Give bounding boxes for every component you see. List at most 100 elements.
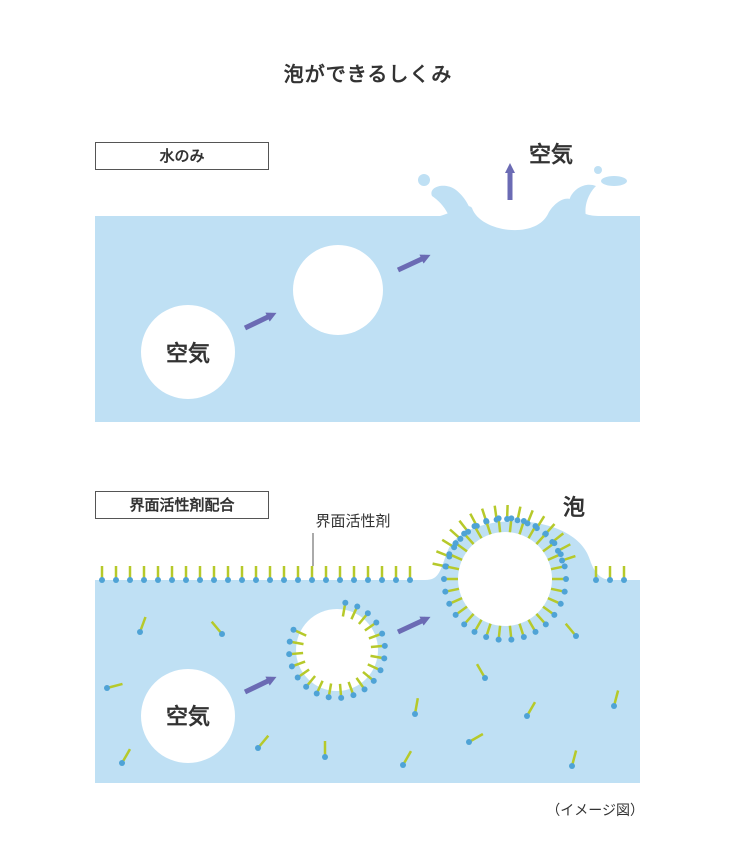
surfactant-head xyxy=(351,577,357,583)
splash-crest-right xyxy=(566,184,596,216)
arrow-icon xyxy=(396,616,431,635)
surfactant-head xyxy=(99,577,105,583)
surfactant-head xyxy=(286,638,293,645)
surfactant-head xyxy=(412,711,418,717)
splash-droplet xyxy=(418,174,430,186)
surfactant-head xyxy=(169,577,175,583)
surfactant-head xyxy=(183,577,189,583)
surfactant-head xyxy=(323,577,329,583)
surfactant-head xyxy=(288,663,295,670)
surfactant-head xyxy=(482,675,488,681)
surfactant-head xyxy=(520,634,527,641)
surfactant-molecules xyxy=(99,504,627,769)
caption: （イメージ図） xyxy=(546,803,644,819)
surfactant-head xyxy=(104,685,110,691)
surfactant-head xyxy=(377,667,384,674)
surfactant-head xyxy=(471,628,478,635)
surfactant-head xyxy=(211,577,217,583)
air-escape-label: 空気 xyxy=(529,142,573,168)
surfactant-head xyxy=(446,551,453,558)
surfactant-head xyxy=(495,636,502,643)
surfactant-head xyxy=(354,603,361,610)
arrow-icon xyxy=(243,676,277,695)
surfactant-head xyxy=(593,577,599,583)
surfactant-head xyxy=(381,642,388,649)
air-bubble-coated xyxy=(296,609,378,691)
surfactant-head xyxy=(441,576,447,582)
surfactant-head xyxy=(379,577,385,583)
surfactant-head xyxy=(551,611,558,618)
surfactant-head xyxy=(532,628,539,635)
surfactant-head xyxy=(621,577,627,583)
surfactant-head xyxy=(607,577,613,583)
surfactant-head xyxy=(508,515,515,522)
panel2-label: 界面活性剤配合 xyxy=(95,491,269,519)
surfactant-head xyxy=(342,599,349,606)
surfactant-head xyxy=(239,577,245,583)
surfactant-head xyxy=(559,557,566,564)
surfactant-head xyxy=(364,610,371,617)
surfactant-head xyxy=(471,523,478,530)
surfactant-head xyxy=(452,540,459,547)
surfactant-head xyxy=(361,686,368,693)
surfactant-head xyxy=(338,694,345,701)
surfactant-head xyxy=(561,588,568,595)
surfactant-head xyxy=(119,760,125,766)
surfactant-head xyxy=(127,577,133,583)
surfactant-head xyxy=(542,530,549,537)
splash-droplet xyxy=(594,166,602,174)
surfactant-head xyxy=(407,577,413,583)
surfactant-head xyxy=(442,588,449,595)
surfactant-head xyxy=(141,577,147,583)
air-bubble-rising xyxy=(293,245,383,335)
surfactant-head xyxy=(313,690,320,697)
surfactant-head xyxy=(466,739,472,745)
surfactant-head xyxy=(520,517,527,524)
foam-label: 泡 xyxy=(563,495,585,521)
surfactant-head xyxy=(290,626,297,633)
surfactant-head xyxy=(113,577,119,583)
surfactant-head xyxy=(303,683,310,690)
surfactant-head xyxy=(337,577,343,583)
surfactant-head xyxy=(267,577,273,583)
surfactant-head xyxy=(197,577,203,583)
surfactant-head xyxy=(514,517,521,524)
surfactant-head xyxy=(325,694,332,701)
surfactant-head xyxy=(611,703,617,709)
air-bubble-large xyxy=(141,669,235,763)
surfactant-head xyxy=(137,629,143,635)
surfactant-head xyxy=(373,619,380,626)
surfactant-head xyxy=(569,763,575,769)
surfactant-head xyxy=(295,577,301,583)
surfactant-head xyxy=(370,677,377,684)
surfactant-head xyxy=(155,577,161,583)
surfactant-head xyxy=(350,692,357,699)
surfactant-head xyxy=(557,551,564,558)
air-bubble-label: 空気 xyxy=(166,704,210,730)
panel1-label: 水のみ xyxy=(95,142,269,170)
surfactant-head xyxy=(461,530,468,537)
surfactant-head xyxy=(286,651,293,658)
splash-droplet xyxy=(601,176,627,186)
surfactant-head xyxy=(483,517,490,524)
splash-crest-left xyxy=(431,185,472,214)
air-bubble-label: 空気 xyxy=(166,341,210,367)
surfactant-label: 界面活性剤 xyxy=(315,512,390,530)
surfactant-head xyxy=(557,600,564,607)
surfactant-head xyxy=(524,713,530,719)
surfactant-head xyxy=(253,577,259,583)
surfactant-head xyxy=(294,674,301,681)
surfactant-head xyxy=(446,600,453,607)
surfactant-head xyxy=(457,535,464,542)
foam-bubble xyxy=(458,532,552,626)
arrow-icon xyxy=(396,254,431,273)
surfactant-head xyxy=(532,523,539,530)
surfactant-head xyxy=(551,540,558,547)
surfactant-head xyxy=(255,745,261,751)
surfactant-head xyxy=(508,636,515,643)
surfactant-head xyxy=(461,621,468,628)
surfactant-head xyxy=(365,577,371,583)
surfactant-head xyxy=(495,515,502,522)
surfactant-head xyxy=(379,630,386,637)
